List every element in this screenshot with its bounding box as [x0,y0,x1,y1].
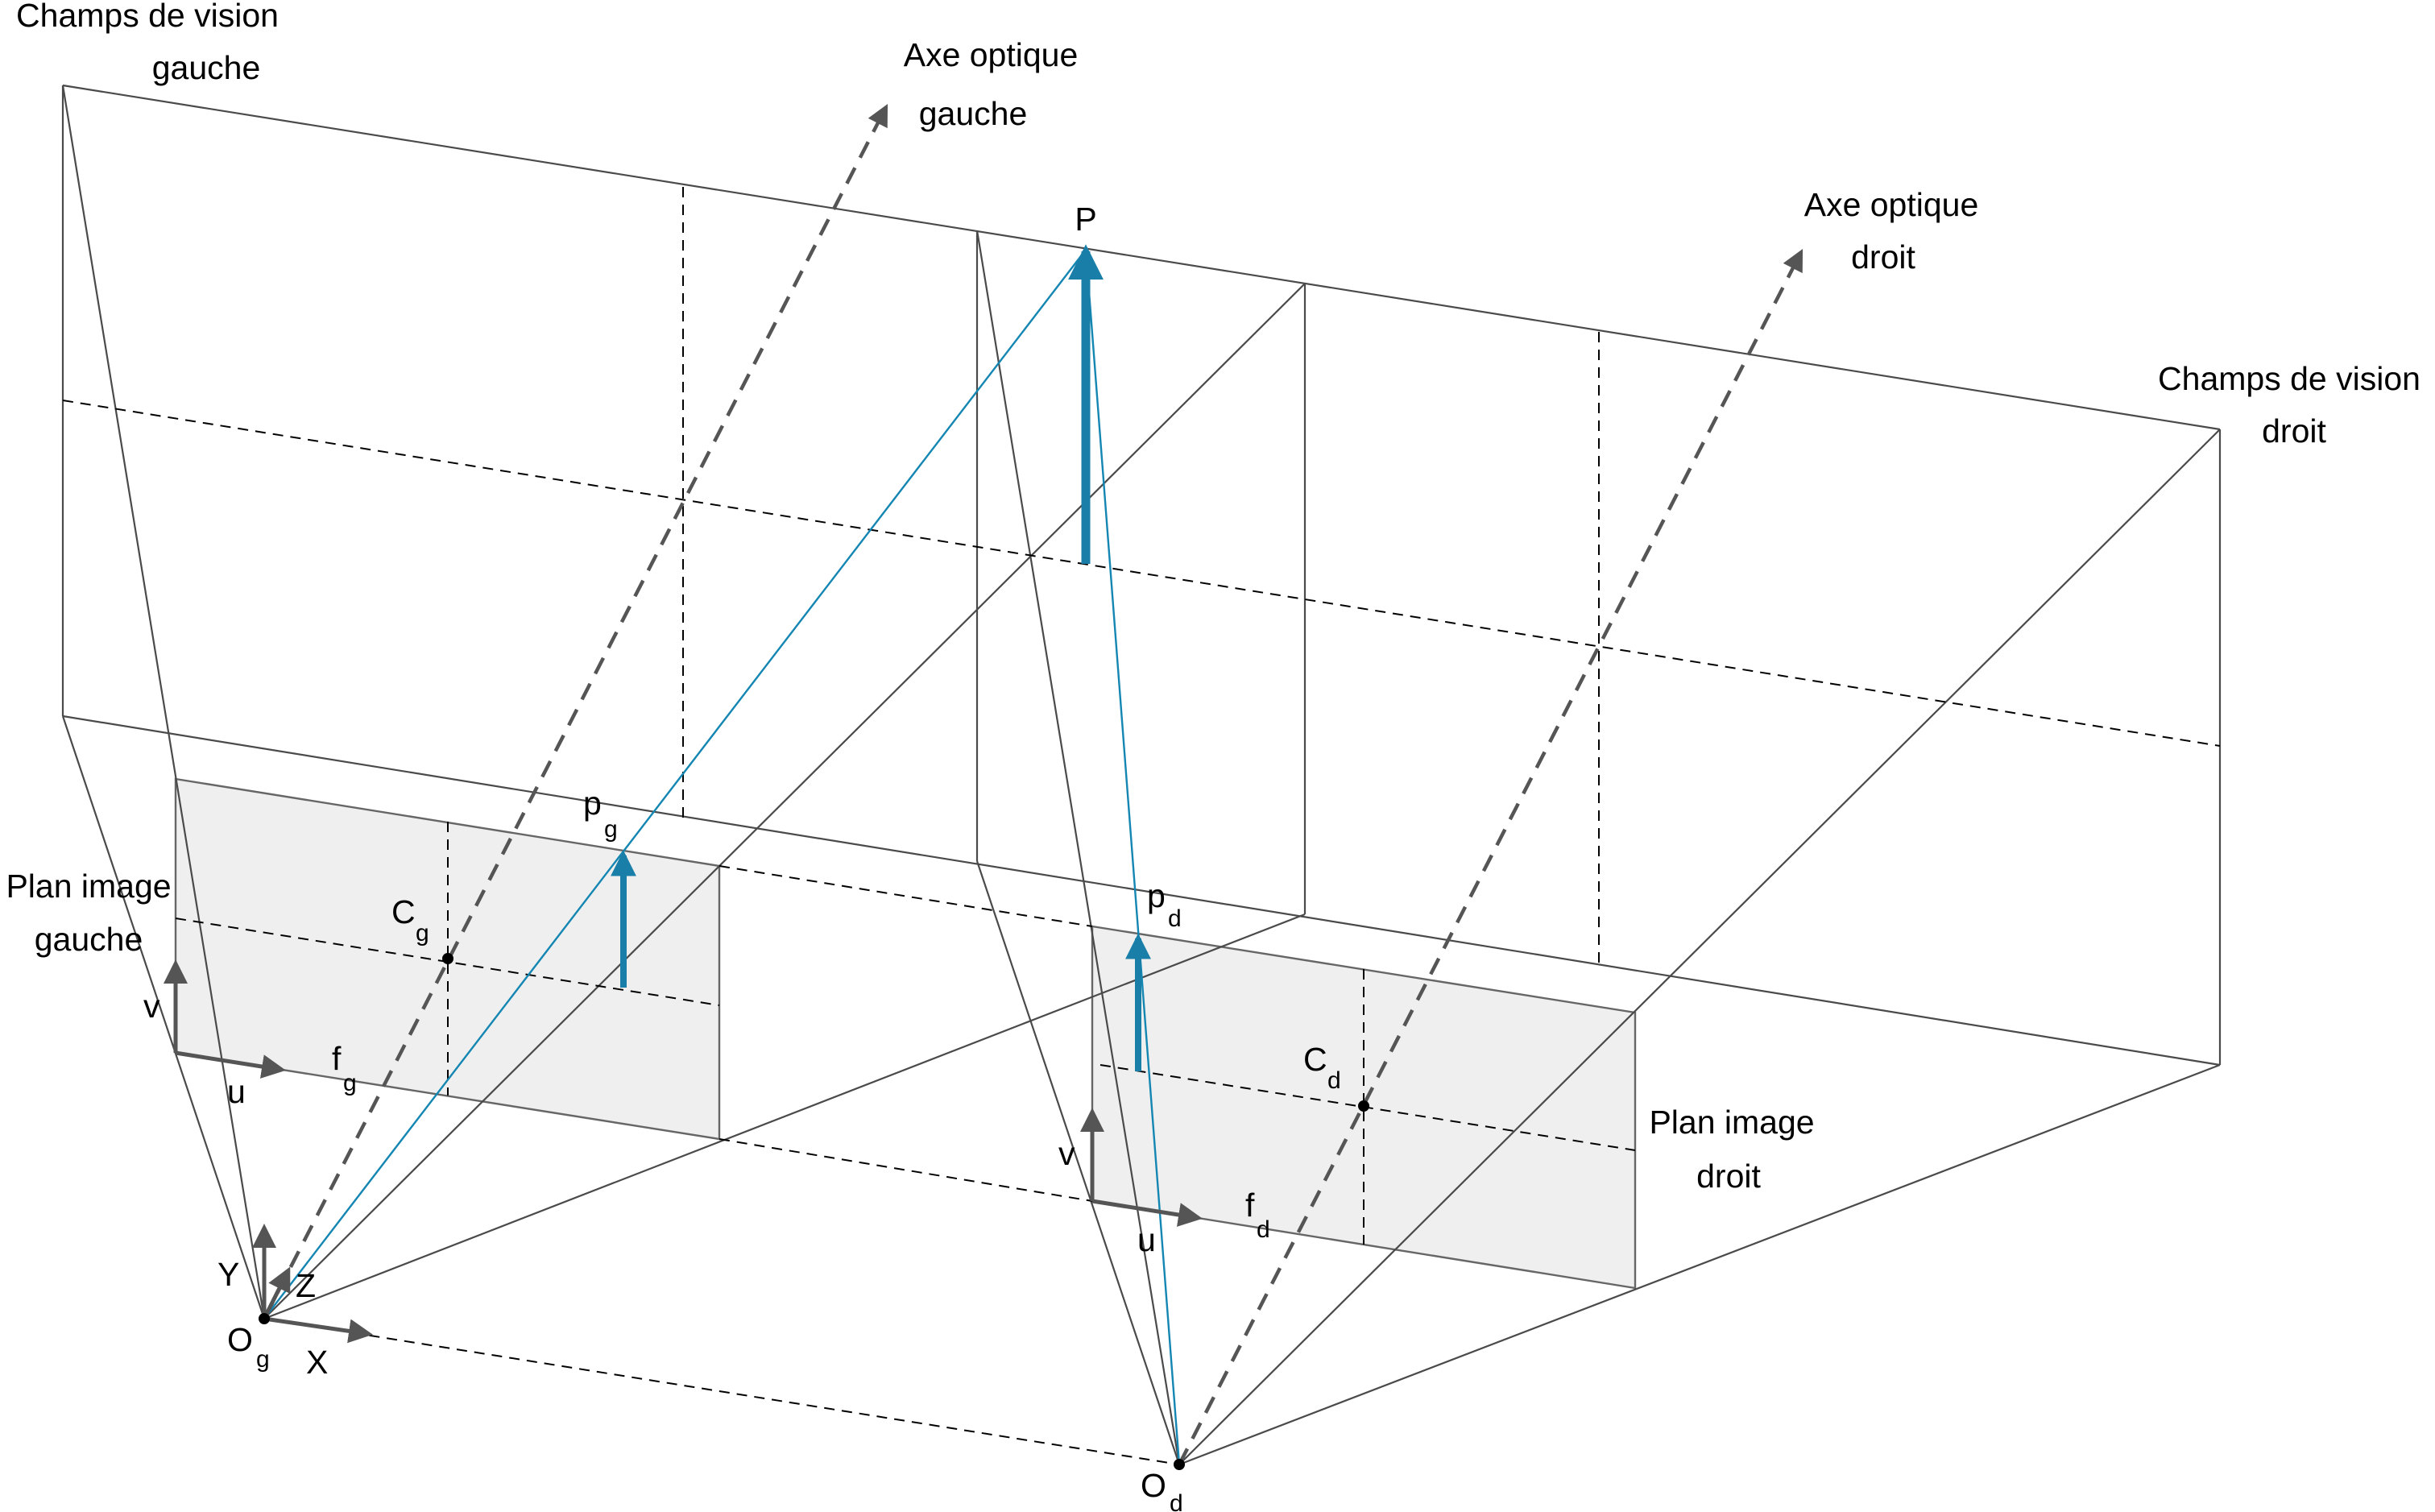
left-optical-axis [262,103,888,1320]
Og-subscript: g [256,1346,270,1373]
v-left-label: v [143,988,160,1025]
axis-left-label-line2: gauche [919,95,1028,132]
fov-left-label-line1: Champs de vision [16,0,279,34]
fov-right-label-line1: Champs de vision [2158,360,2421,397]
pd-label: p [1147,877,1166,914]
Cd-subscript: d [1327,1067,1341,1094]
axis-right-label-line1: Axe optique [1804,186,1979,223]
fov-right-label-line2: droit [2262,412,2326,449]
Cd-point [1358,1100,1369,1112]
pg-label: p [583,785,602,822]
fd-subscript: d [1257,1216,1270,1243]
axis-Y-label: Y [217,1256,239,1293]
Od-label: O [1141,1467,1166,1504]
frustum-edges [61,85,2221,1466]
right-image-uv-axes [1080,1108,1203,1227]
left-image-uv-axes [164,959,286,1079]
plane-right-label-line1: Plan image [1649,1104,1814,1141]
fov-left-label-line2: gauche [152,49,261,86]
plane-left-label-line2: gauche [35,921,143,958]
pg-subscript: g [604,816,618,843]
world-axes [252,1224,373,1344]
plane-left-label-line1: Plan image [6,868,171,905]
Cg-point [442,953,453,964]
u-left-label: u [227,1073,246,1110]
left-projection-ray [263,249,1087,1319]
Og-label: O [227,1321,253,1358]
Od-point [1174,1459,1185,1470]
fg-subscript: g [343,1070,357,1096]
v-right-label: v [1058,1135,1075,1172]
Cg-subscript: g [416,920,429,947]
u-right-label: u [1137,1221,1156,1258]
field-of-view-frame [61,84,2222,1067]
Od-subscript: d [1170,1490,1183,1512]
right-projection-ray [1084,249,1181,1465]
axis-X-label: X [306,1344,328,1381]
point-P-label: P [1075,201,1096,238]
fd-label: f [1245,1187,1255,1224]
fg-label: f [332,1040,342,1077]
Cd-label: C [1303,1041,1327,1078]
axis-right-label-line2: droit [1851,238,1915,275]
Cg-label: C [391,893,416,930]
pd-subscript: d [1168,905,1182,932]
axis-Z-label: Z [296,1267,316,1304]
right-optical-axis [1177,248,1803,1466]
Og-point [259,1313,270,1324]
plane-right-label-line2: droit [1696,1158,1761,1195]
axis-left-label-line1: Axe optique [904,36,1079,73]
